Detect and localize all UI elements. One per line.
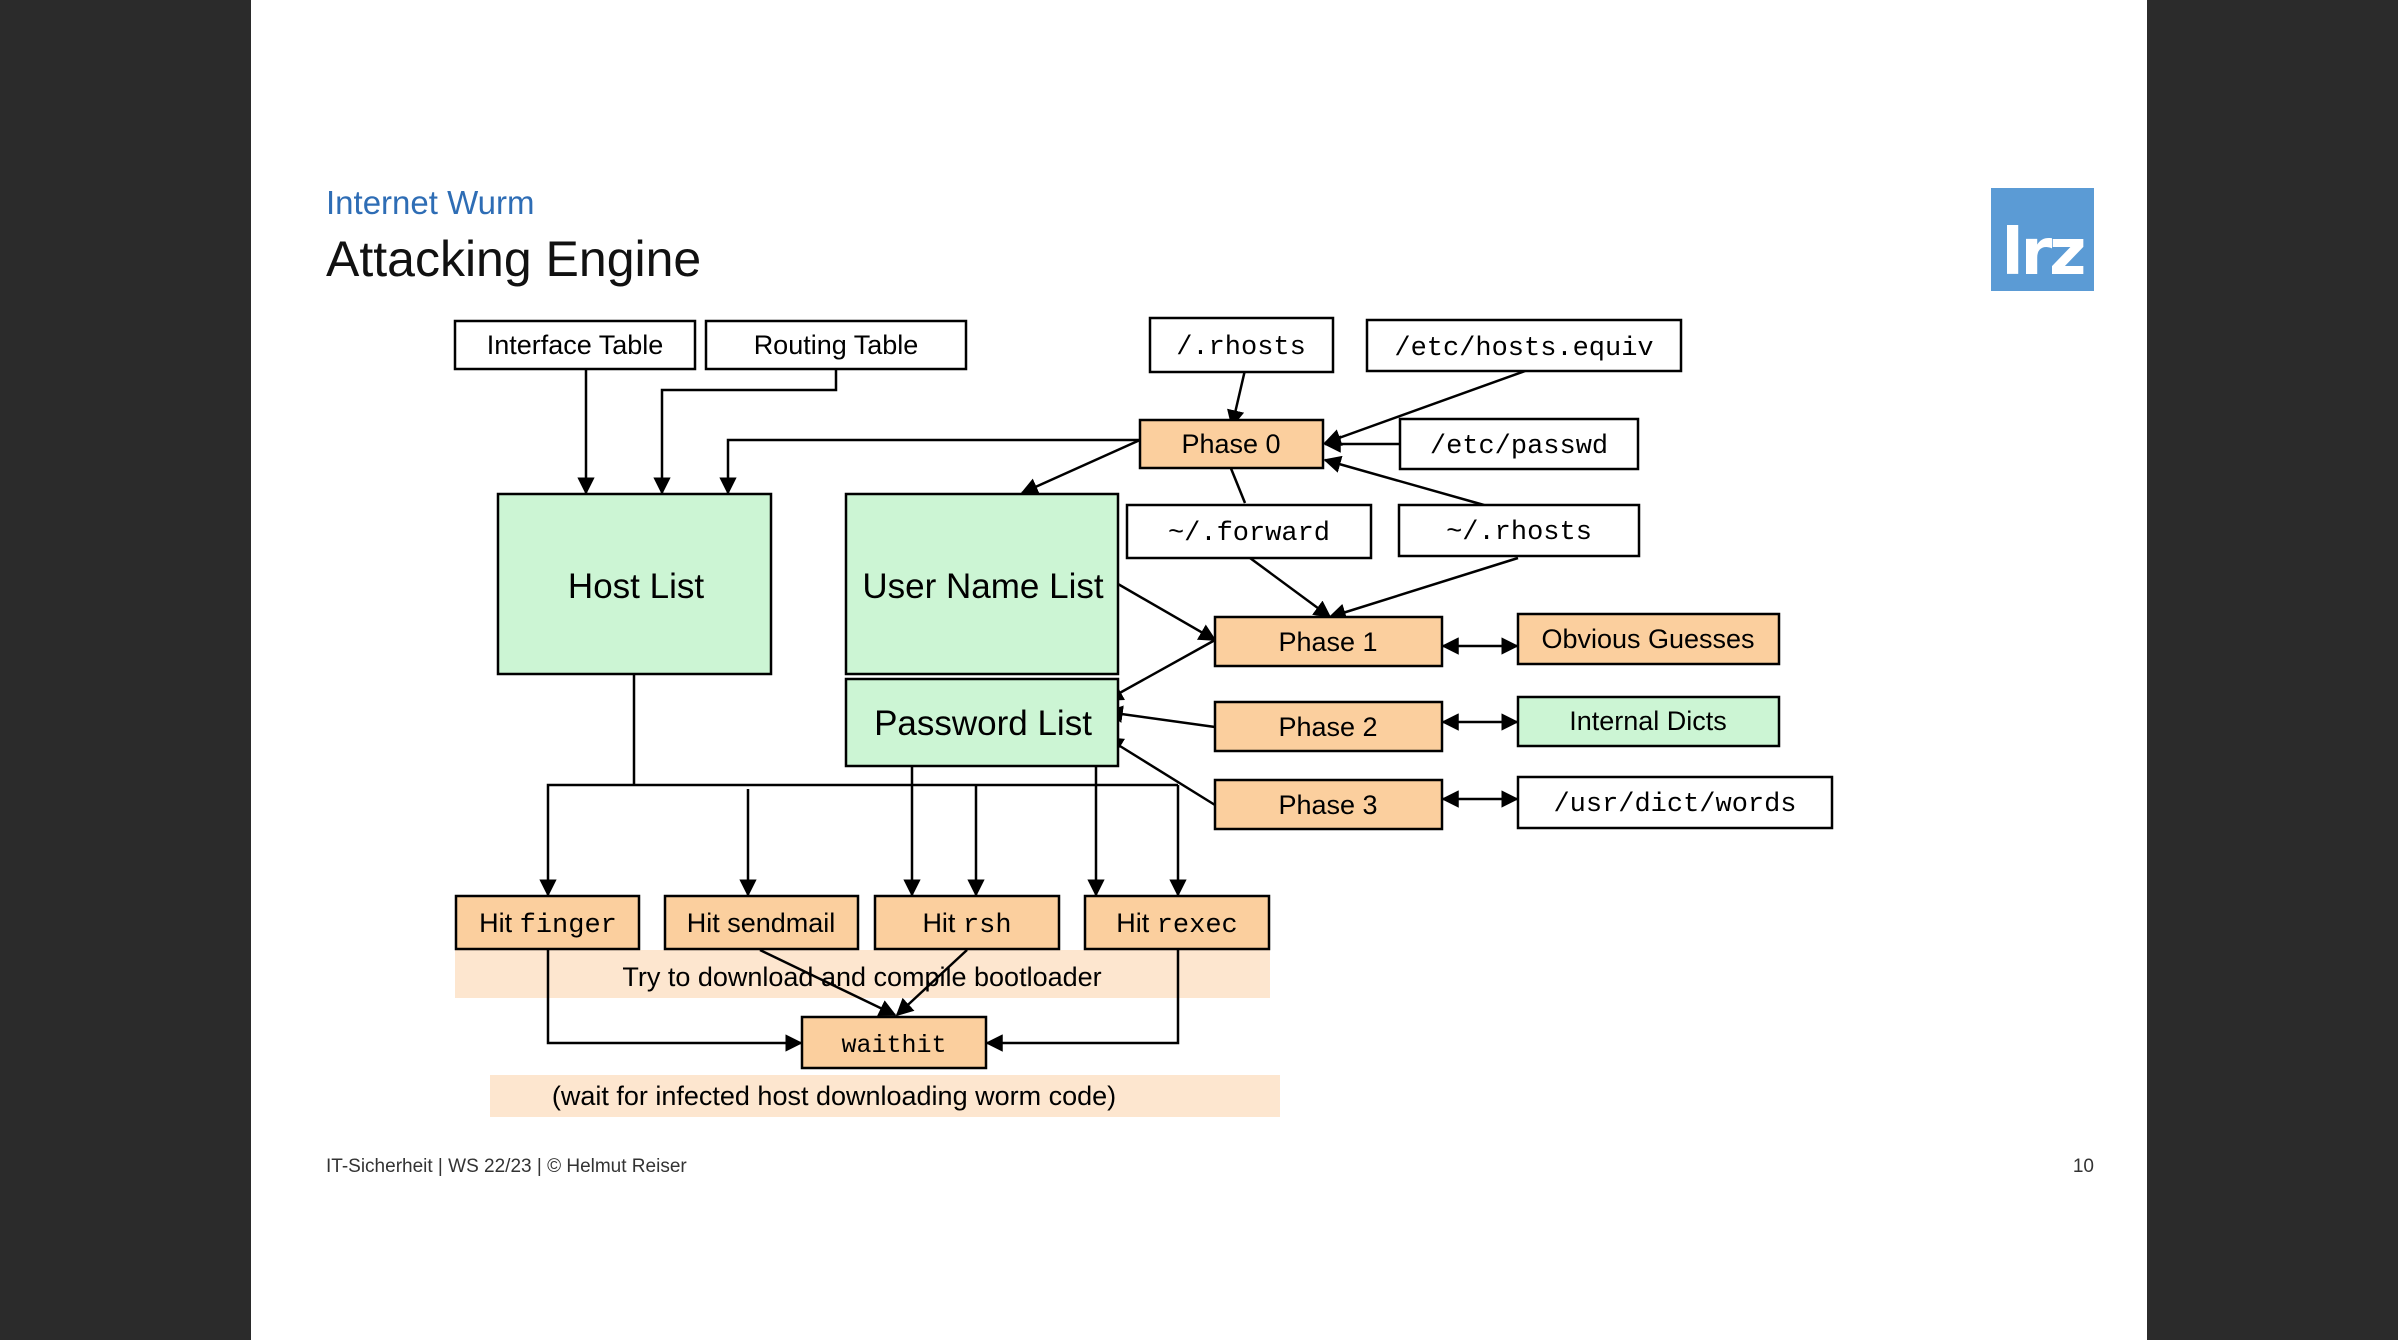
phase2-box: Phase 2 — [1213, 700, 1444, 753]
slide-subtitle: Internet Wurm — [326, 184, 535, 221]
svg-text:Hit sendmail: Hit sendmail — [687, 908, 836, 938]
interface-table-box: Interface Table — [453, 319, 697, 371]
phase0-box: Phase 0 — [1138, 418, 1325, 470]
svg-text:Routing Table: Routing Table — [754, 330, 919, 360]
obvious-guesses-box: Obvious Guesses — [1516, 612, 1781, 666]
svg-text:Hit finger: Hit finger — [479, 908, 617, 941]
svg-text:Hit rexec: Hit rexec — [1116, 908, 1238, 941]
rhosts-file-box: /.rhosts — [1148, 316, 1335, 374]
waithit-box: waithit — [800, 1015, 988, 1070]
svg-text:Password List: Password List — [874, 704, 1092, 743]
hit-finger-box: Hit finger — [454, 894, 641, 951]
svg-text:Phase 1: Phase 1 — [1278, 627, 1377, 657]
wait-note: (wait for infected host downloading worm… — [552, 1081, 1116, 1111]
bootloader-band — [455, 950, 1270, 998]
svg-text:Phase 2: Phase 2 — [1278, 712, 1377, 742]
usr-dict-words-box: /usr/dict/words — [1516, 775, 1834, 830]
host-list-box: Host List — [496, 492, 773, 676]
forward-file-box: ~/.forward — [1125, 503, 1373, 560]
wait-band — [490, 1075, 1280, 1117]
svg-text:/usr/dict/words: /usr/dict/words — [1553, 790, 1796, 820]
hit-rexec-box: Hit rexec — [1083, 894, 1271, 951]
connectors — [539, 368, 1526, 1052]
internal-dicts-box: Internal Dicts — [1516, 695, 1781, 748]
password-list-box: Password List — [844, 677, 1120, 768]
lrz-logo: lrz — [1991, 188, 2094, 291]
phase3-box: Phase 3 — [1213, 778, 1444, 831]
etc-passwd-box: /etc/passwd — [1398, 417, 1640, 471]
svg-text:Obvious Guesses: Obvious Guesses — [1541, 624, 1754, 654]
hit-rsh-box: Hit rsh — [873, 894, 1061, 951]
svg-text:/etc/hosts.equiv: /etc/hosts.equiv — [1394, 334, 1653, 364]
svg-text:Interface Table: Interface Table — [487, 330, 664, 360]
svg-text:Internal Dicts: Internal Dicts — [1569, 706, 1727, 736]
svg-text:Hit rsh: Hit rsh — [922, 908, 1011, 941]
hosts-equiv-box: /etc/hosts.equiv — [1365, 318, 1683, 373]
home-rhosts-box: ~/.rhosts — [1397, 503, 1641, 558]
svg-text:waithit: waithit — [841, 1031, 946, 1060]
bootloader-note: Try to download and compile bootloader — [622, 962, 1101, 992]
svg-text:User Name List: User Name List — [862, 567, 1103, 606]
svg-text:/etc/passwd: /etc/passwd — [1430, 432, 1608, 462]
hit-sendmail-box: Hit sendmail — [663, 894, 860, 951]
svg-text:~/.forward: ~/.forward — [1168, 519, 1330, 549]
svg-text:Phase 3: Phase 3 — [1278, 790, 1377, 820]
slide-title: Attacking Engine — [326, 231, 702, 287]
svg-text:/.rhosts: /.rhosts — [1176, 333, 1306, 363]
page-number: 10 — [2072, 1156, 2094, 1177]
svg-text:Phase 0: Phase 0 — [1181, 429, 1280, 459]
phase1-box: Phase 1 — [1213, 615, 1444, 668]
svg-text:~/.rhosts: ~/.rhosts — [1446, 518, 1592, 548]
slide-footer: IT-Sicherheit | WS 22/23 | © Helmut Reis… — [326, 1156, 687, 1177]
svg-text:Host List: Host List — [568, 567, 704, 606]
routing-table-box: Routing Table — [704, 319, 968, 371]
user-name-list-box: User Name List — [844, 492, 1120, 676]
